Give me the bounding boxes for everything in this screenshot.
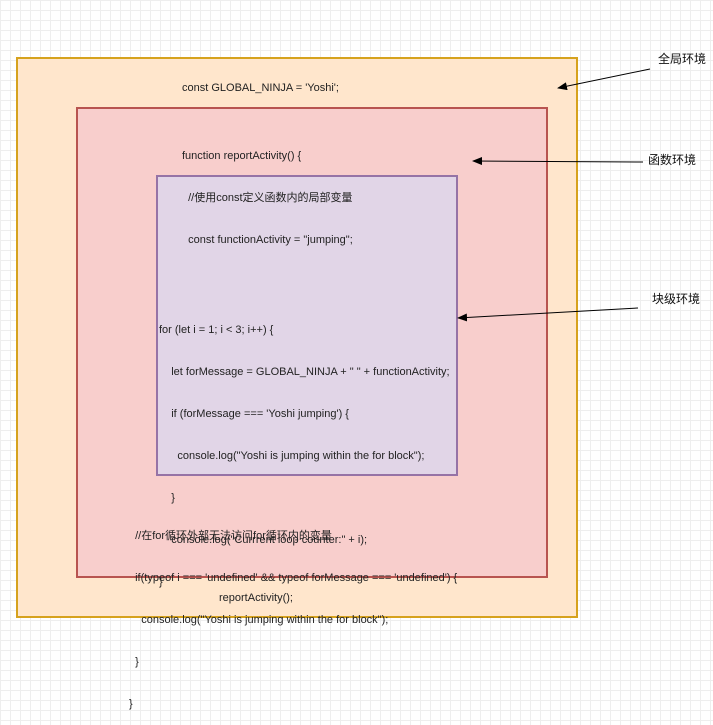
- function-header-code: function reportActivity() { //使用const定义函…: [182, 121, 353, 261]
- function-footer-code: //在for循环外部无法访问for循环内的变量 if(typeof i === …: [129, 501, 457, 725]
- code-line: const functionActivity = "jumping";: [182, 234, 353, 246]
- code-line: console.log("Yoshi is jumping within the…: [129, 614, 389, 626]
- code-line: for (let i = 1; i < 3; i++) {: [159, 324, 274, 336]
- code-line: console.log("Currrent loop counter:" + i…: [159, 534, 368, 546]
- code-line: if(typeof i === 'undefined' && typeof fo…: [129, 572, 458, 584]
- function-environment-label: 函数环境: [648, 153, 697, 167]
- code-line: function reportActivity() {: [182, 150, 302, 162]
- code-line: //使用const定义函数内的局部变量: [182, 192, 353, 204]
- code-line: //在for循环外部无法访问for循环内的变量: [129, 530, 332, 542]
- function-call: reportActivity();: [219, 592, 293, 604]
- global-declaration: const GLOBAL_NINJA = 'Yoshi';: [182, 82, 339, 94]
- code-line: }: [159, 576, 163, 588]
- code-line: }: [129, 656, 139, 668]
- code-line: console.log("Yoshi is jumping within the…: [159, 450, 425, 462]
- code-line: }: [159, 492, 175, 504]
- global-environment-label: 全局环境: [658, 52, 707, 66]
- code-line: if (forMessage === 'Yoshi jumping') {: [159, 408, 349, 420]
- block-environment-label: 块级环境: [652, 292, 701, 306]
- code-line: }: [129, 698, 133, 710]
- for-block-code: for (let i = 1; i < 3; i++) { let forMes…: [159, 295, 450, 603]
- code-line: let forMessage = GLOBAL_NINJA + " " + fu…: [159, 366, 450, 378]
- block-environment-box: [156, 175, 458, 476]
